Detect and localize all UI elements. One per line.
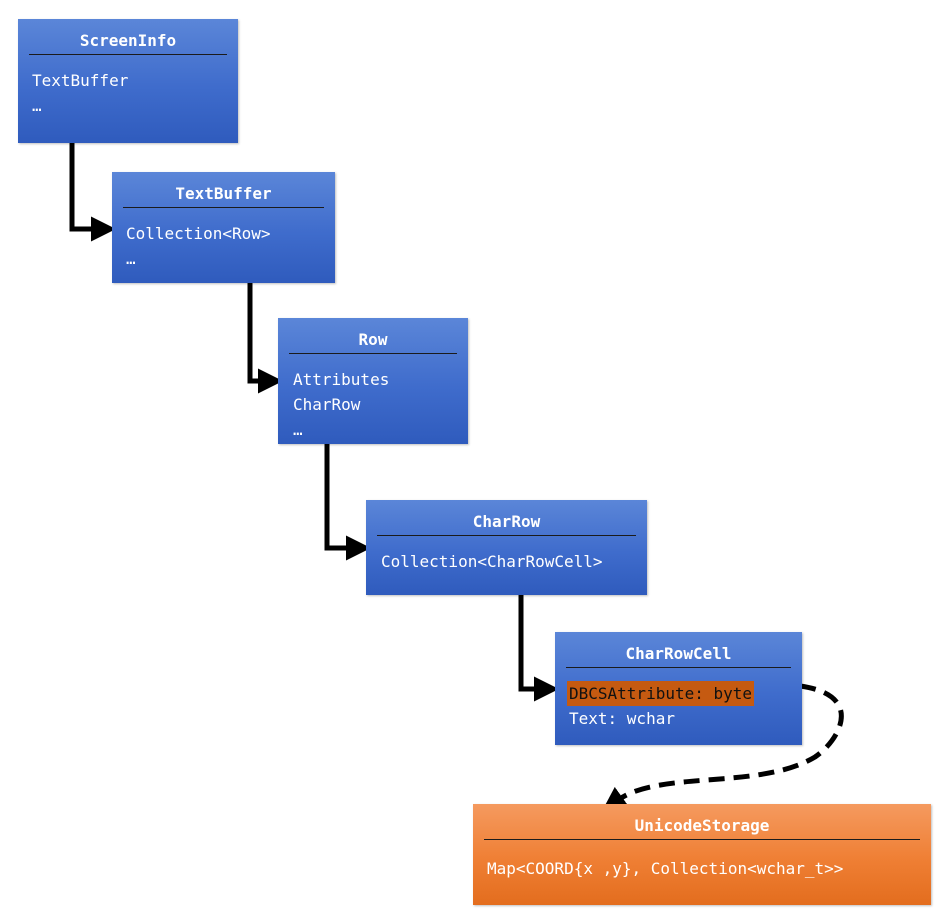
textbuffer-title: TextBuffer (175, 184, 272, 203)
arrow-row-to-charrow (324, 417, 371, 561)
screeninfo-field: … (32, 96, 42, 115)
screeninfo-fields: TextBuffer … (32, 68, 128, 118)
screeninfo-title: ScreenInfo (79, 31, 177, 50)
textbuffer-divider (123, 207, 324, 208)
charrow-field: Collection<CharRowCell> (381, 552, 603, 571)
textbuffer-fields: Collection<Row> … (126, 221, 271, 271)
row-field: CharRow (293, 395, 361, 414)
arrow-textbuffer-to-row (247, 243, 283, 394)
charrowcell-title: CharRowCell (625, 644, 732, 663)
charrow-divider (377, 535, 636, 536)
row-field: … (293, 420, 303, 439)
charrowcell-field: Text: wchar (569, 709, 675, 728)
charrow-title: CharRow (472, 512, 541, 531)
unicodestorage-box: UnicodeStorage Map<COORD{x ,y}, Collecti… (473, 804, 931, 905)
row-field: Attributes (293, 370, 390, 389)
arrow-charrow-to-charrowcell (518, 578, 559, 702)
charrowcell-divider (566, 667, 791, 668)
arrow-charrowcell-to-unicodestorage (601, 683, 844, 812)
charrowcell-fields: DBCSAttribute: byte Text: wchar (567, 681, 755, 731)
screeninfo-box: ScreenInfo TextBuffer … (18, 19, 238, 143)
unicodestorage-fields: Map<COORD{x ,y}, Collection<wchar_t>> (487, 856, 843, 881)
textbuffer-field: Collection<Row> (126, 224, 271, 243)
row-box: Row Attributes CharRow … (278, 318, 468, 444)
charrowcell-box: CharRowCell DBCSAttribute: byte Text: wc… (555, 632, 802, 745)
charrow-box: CharRow Collection<CharRowCell> (366, 500, 647, 595)
charrowcell-field-highlighted: DBCSAttribute: byte (567, 681, 755, 706)
unicodestorage-divider (484, 839, 920, 840)
row-fields: Attributes CharRow … (293, 367, 389, 442)
charrow-fields: Collection<CharRowCell> (381, 549, 603, 574)
unicodestorage-field: Map<COORD{x ,y}, Collection<wchar_t>> (487, 859, 844, 878)
unicodestorage-title: UnicodeStorage (634, 816, 770, 835)
row-title: Row (358, 330, 388, 349)
screeninfo-field: TextBuffer (32, 71, 129, 90)
row-divider (289, 353, 457, 354)
textbuffer-box: TextBuffer Collection<Row> … (112, 172, 335, 283)
screeninfo-divider (29, 54, 227, 55)
textbuffer-field: … (126, 249, 136, 268)
arrow-screeninfo-to-textbuffer (69, 106, 116, 242)
charrowcell-field-row: DBCSAttribute: byte (567, 681, 755, 706)
